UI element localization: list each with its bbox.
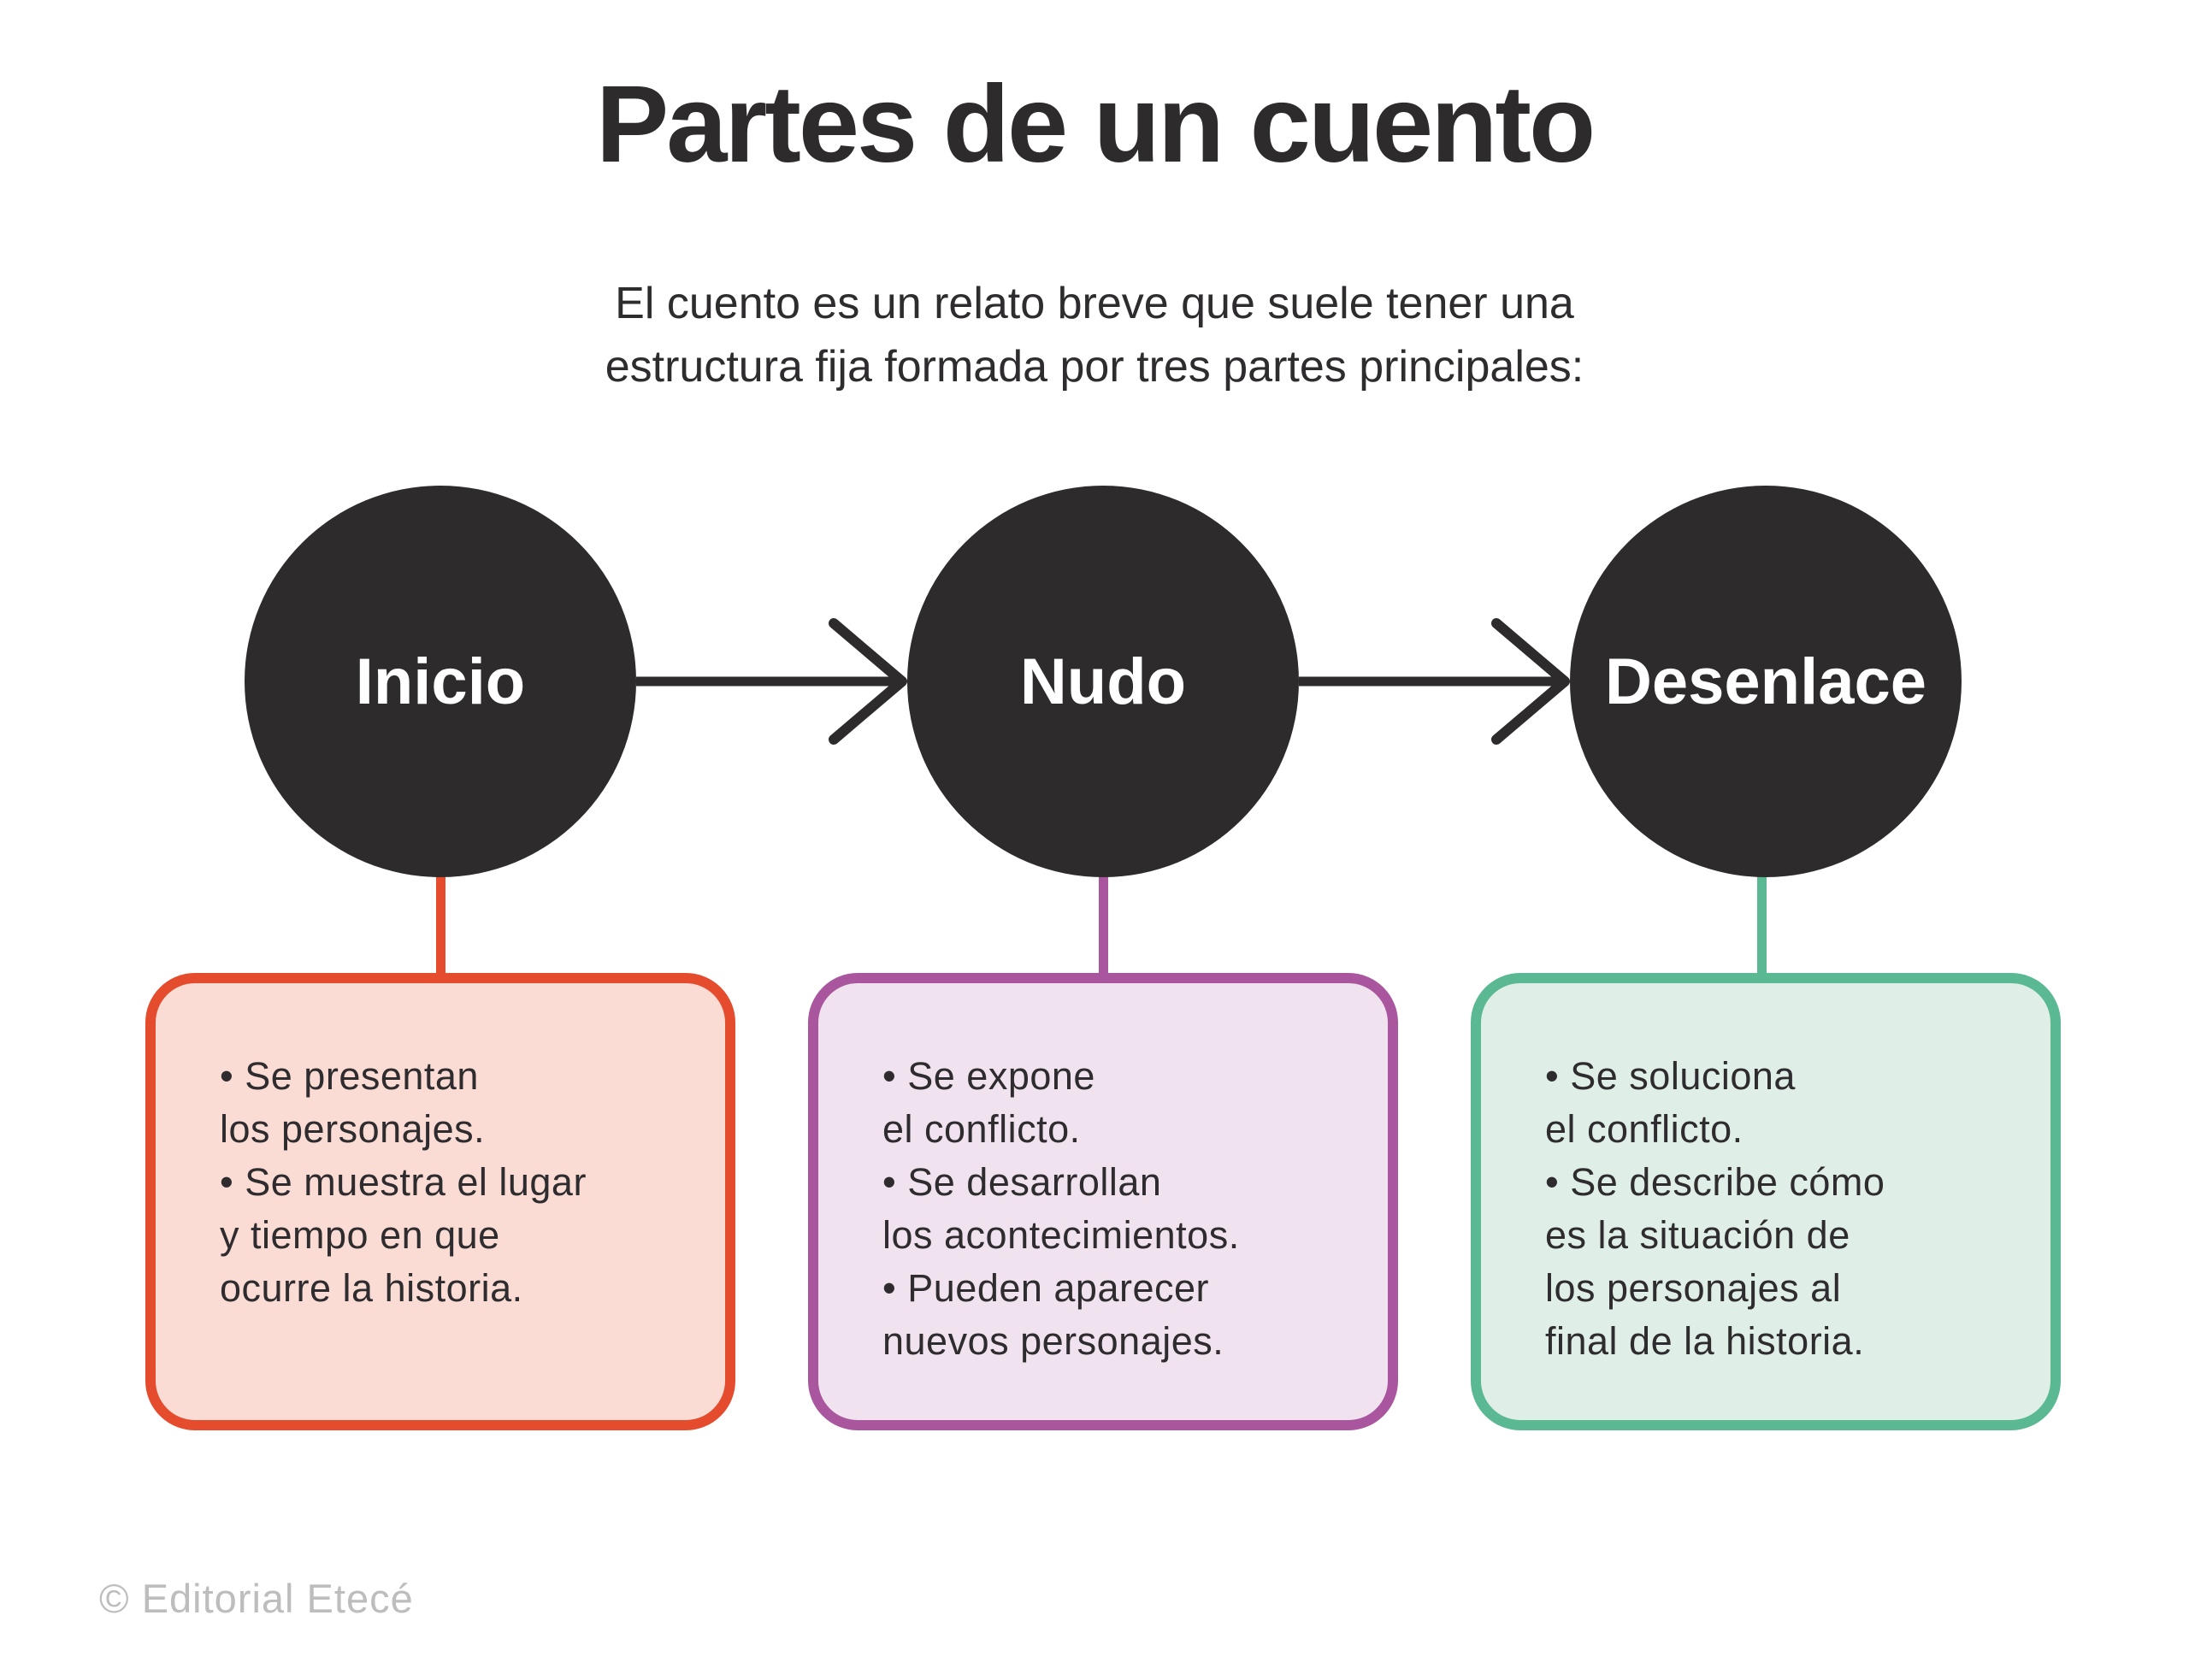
connector-line [436,872,445,979]
node-circle-nudo: Nudo [907,486,1299,877]
text-line: el conflicto. [1545,1107,1744,1151]
page-subtitle: El cuento es un relato breve que suele t… [0,272,2189,398]
text-line: y tiempo en que [220,1213,500,1257]
text-line: • Se soluciona [1545,1054,1796,1098]
node-label: Inicio [355,645,526,718]
text-line: • Se muestra el lugar [220,1160,587,1204]
node-circle-inicio: Inicio [245,486,636,877]
text-line: los personajes al [1545,1266,1842,1310]
subtitle-line: estructura fija formada por tres partes … [605,342,1584,392]
text-line: final de la historia. [1545,1319,1865,1363]
node-label: Nudo [1019,645,1187,718]
arrow-right-icon [636,618,907,745]
detail-box-nudo: • Se expone el conflicto. • Se desarrollan… [808,973,1398,1430]
text-line: es la situación de [1545,1213,1850,1257]
detail-box-inicio: • Se presentan los personajes. • Se muestr… [145,973,735,1430]
detail-box-desenlace: • Se soluciona el conflicto. • Se describe… [1471,973,2061,1430]
node-circle-desenlace: Desenlace [1570,486,1962,877]
text-line: • Se desarrollan [882,1160,1162,1204]
subtitle-line: El cuento es un relato breve que suele t… [615,279,1574,328]
arrow-right-icon [1299,618,1570,745]
text-line: • Se presentan [220,1054,479,1098]
node-label: Desenlace [1604,645,1927,718]
text-line: • Se expone [882,1054,1095,1098]
connector-line [1757,872,1767,979]
text-line: los personajes. [220,1107,486,1151]
text-line: los acontecimientos. [882,1213,1240,1257]
copyright-credit: © Editorial Etecé [99,1576,414,1621]
text-line: el conflicto. [882,1107,1081,1151]
text-line: nuevos personajes. [882,1319,1224,1363]
page-title: Partes de un cuento [595,63,1596,186]
text-line: • Se describe cómo [1545,1160,1885,1204]
connector-line [1099,872,1108,979]
text-line: ocurre la historia. [220,1266,523,1310]
text-line: • Pueden aparecer [882,1266,1210,1310]
